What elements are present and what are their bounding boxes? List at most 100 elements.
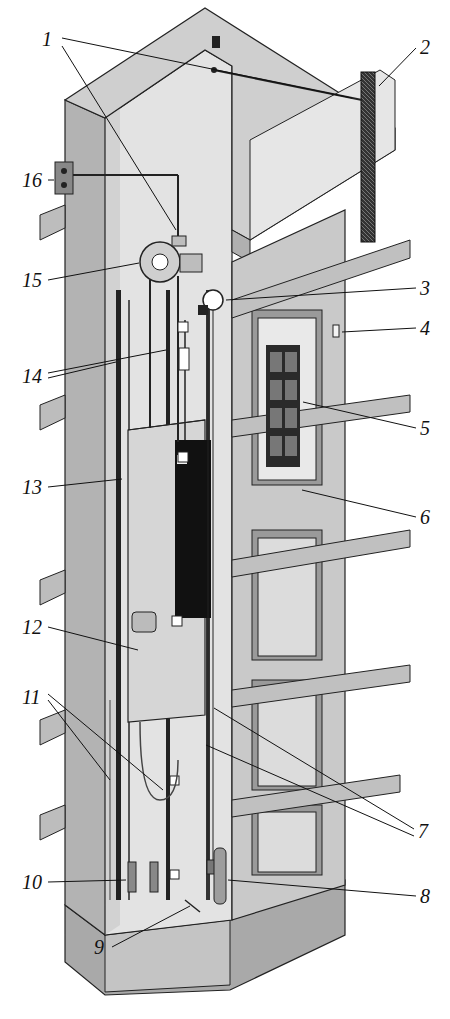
counterweight	[175, 440, 211, 618]
leader-lines	[214, 708, 414, 829]
limit-switches	[179, 348, 189, 370]
leader-lines	[48, 38, 416, 947]
limit-switches	[170, 870, 179, 879]
door-panel	[285, 408, 297, 428]
travel-cables	[110, 700, 111, 900]
limit-switches	[172, 616, 182, 626]
left-wall	[40, 100, 105, 935]
leader-lines	[48, 880, 126, 882]
travel-cables	[110, 700, 178, 900]
callout-number: 3	[420, 277, 430, 299]
leader-lines	[48, 350, 166, 373]
leader-lines	[379, 48, 416, 86]
leader-lines	[303, 402, 416, 428]
landing-slabs	[232, 665, 410, 707]
door-panel	[266, 325, 339, 467]
front-wall	[252, 805, 322, 875]
control-box	[61, 182, 67, 188]
limit-switches	[170, 322, 189, 879]
leader-lines	[62, 38, 352, 98]
callout-number: 8	[420, 885, 430, 907]
front-wall	[252, 310, 322, 485]
machine-room	[361, 72, 375, 242]
callout-number: 7	[418, 820, 428, 842]
leader-lines	[112, 906, 190, 947]
ropes	[149, 276, 151, 428]
guide-rails	[116, 290, 210, 900]
governor	[198, 290, 223, 874]
ropes	[184, 320, 186, 440]
machine-room	[211, 36, 395, 242]
callout-number: 2	[420, 36, 430, 58]
traction-machine	[180, 254, 202, 272]
callout-number: 6	[420, 506, 430, 528]
buffers	[185, 900, 200, 912]
callout-number: 4	[420, 317, 430, 339]
car	[128, 420, 205, 430]
traction-machine	[172, 236, 186, 246]
leader-lines	[48, 700, 110, 780]
control-box	[61, 168, 67, 174]
callout-number: 14	[22, 365, 42, 387]
left-wall	[65, 100, 105, 935]
buffers	[150, 862, 158, 892]
leader-lines	[228, 880, 416, 896]
ropes	[62, 174, 178, 176]
leader-lines	[48, 479, 122, 487]
landing-slabs	[232, 775, 400, 817]
left-wall	[40, 805, 65, 840]
guide-rails	[116, 290, 121, 900]
leader-lines	[226, 288, 416, 300]
door-panel	[285, 436, 297, 456]
door-panel	[285, 380, 297, 400]
shaft-interior	[105, 108, 120, 935]
door-panel	[285, 352, 297, 372]
front-wall	[258, 318, 316, 480]
left-wall	[40, 395, 65, 430]
traction-machine	[152, 254, 168, 270]
shaft-interior	[105, 50, 232, 935]
counterweight	[175, 440, 211, 618]
callout-number: 12	[22, 616, 42, 638]
leader-lines	[48, 627, 138, 650]
callout-number: 15	[22, 269, 42, 291]
buffers	[128, 862, 136, 892]
top-cap	[65, 8, 395, 240]
door-panel	[270, 408, 282, 428]
governor	[198, 305, 208, 315]
limit-switches	[178, 452, 188, 462]
callout-number: 13	[22, 476, 42, 498]
leader-lines	[342, 328, 416, 332]
door-panel	[266, 345, 300, 467]
callout-number: 11	[22, 686, 41, 708]
buffers	[128, 848, 226, 912]
leader-lines	[302, 490, 416, 517]
landing-slabs	[232, 530, 410, 577]
control-box	[55, 162, 73, 194]
door-panel	[270, 380, 282, 400]
traction-machine	[140, 242, 180, 282]
control-box	[55, 162, 73, 194]
leader-lines	[48, 263, 139, 280]
landing-slabs	[232, 240, 410, 817]
leader-lines	[206, 745, 414, 836]
car	[132, 612, 156, 632]
travel-cables	[140, 722, 178, 800]
callout-number: 1	[42, 28, 52, 50]
front-wall	[258, 812, 316, 872]
door-panel	[270, 436, 282, 456]
leader-lines	[48, 180, 54, 181]
limit-switches	[178, 322, 188, 332]
left-wall	[40, 710, 65, 745]
left-wall	[40, 205, 65, 240]
left-wall	[40, 570, 65, 605]
landing-slabs	[232, 240, 410, 318]
ropes	[62, 175, 213, 862]
ropes	[208, 300, 209, 862]
shaft-interior	[105, 50, 232, 935]
door-panel	[270, 352, 282, 372]
door-panel	[333, 325, 339, 337]
landing-slabs	[232, 395, 410, 437]
leader-lines	[48, 694, 163, 790]
